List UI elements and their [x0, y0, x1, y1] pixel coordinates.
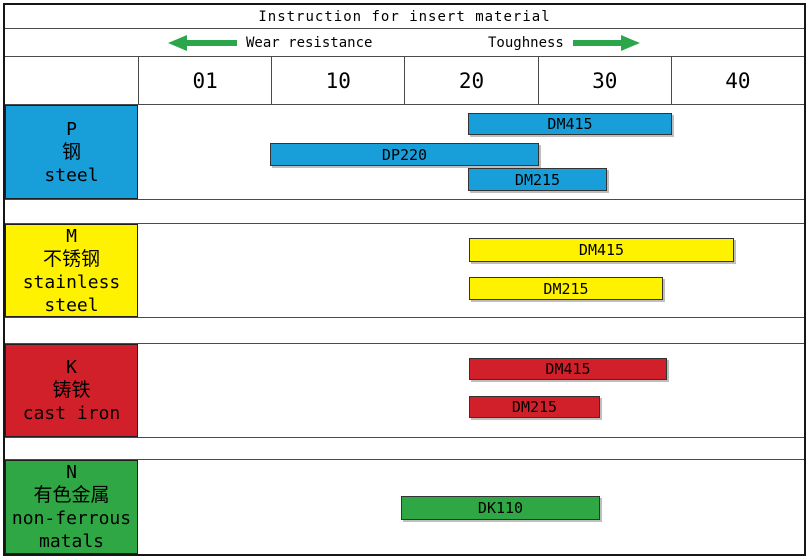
grade-bar-dk110: DK110	[401, 496, 600, 520]
material-name-cn: 不锈钢	[42, 247, 100, 270]
material-name-en: non-ferrous	[11, 508, 132, 529]
page-title: Instruction for insert material	[258, 8, 551, 25]
scale-tick-10: 10	[271, 57, 404, 104]
scale-tick-30: 30	[537, 57, 671, 104]
title-row: Instruction for insert material	[5, 5, 804, 29]
material-label-n: N 有色金属 non-ferrous matals	[5, 460, 138, 554]
material-name-en: matals	[38, 531, 105, 552]
scale-header-row: 01 10 20 30 40	[5, 57, 804, 105]
row-separator	[5, 438, 804, 460]
material-name-en: stainless	[22, 271, 121, 293]
material-code: M	[66, 225, 77, 247]
material-name-en: steel	[44, 164, 99, 186]
grade-bar-dm415: DM415	[469, 238, 734, 262]
material-name-en: cast iron	[22, 403, 121, 424]
toughness-label: Toughness	[488, 34, 564, 51]
grade-bar-dm415: DM415	[469, 358, 667, 380]
material-label-k: K 铸铁 cast iron	[5, 344, 138, 437]
material-name-cn: 钢	[61, 140, 81, 163]
wear-resistance-arrow-left-icon	[168, 35, 237, 51]
grade-bar-dm215: DM215	[469, 396, 600, 418]
grade-bar-dm215: DM215	[469, 277, 663, 300]
scale-tick-20: 20	[404, 57, 537, 104]
material-name-cn: 有色金属	[33, 484, 110, 506]
material-name-en: steel	[44, 294, 99, 316]
wear-resistance-label: Wear resistance	[246, 34, 373, 51]
chart-table: Instruction for insert material Wear res…	[3, 3, 806, 556]
material-label-p: P 钢 steel	[5, 105, 138, 199]
grade-bar-dm215: DM215	[468, 168, 607, 191]
axis-direction-row: Wear resistance Toughness	[5, 29, 804, 57]
material-code: P	[66, 118, 77, 140]
row-separator	[5, 318, 804, 344]
material-code: K	[66, 357, 77, 378]
scale-header-empty-cell	[5, 57, 138, 104]
scale-tick-40: 40	[670, 57, 804, 104]
material-code: N	[66, 462, 77, 483]
bar-area-n: DK110	[5, 460, 804, 554]
grade-bar-dm415: DM415	[468, 113, 672, 135]
material-name-cn: 铸铁	[52, 379, 91, 401]
scale-tick-01: 01	[138, 57, 271, 104]
toughness-arrow-right-icon	[573, 35, 640, 51]
grade-bar-dp220: DP220	[270, 143, 539, 166]
material-row-n-non-ferrous: DK110 N 有色金属 non-ferrous matals	[5, 460, 804, 554]
row-separator	[5, 200, 804, 224]
material-label-m: M 不锈钢 stainless steel	[5, 224, 138, 317]
